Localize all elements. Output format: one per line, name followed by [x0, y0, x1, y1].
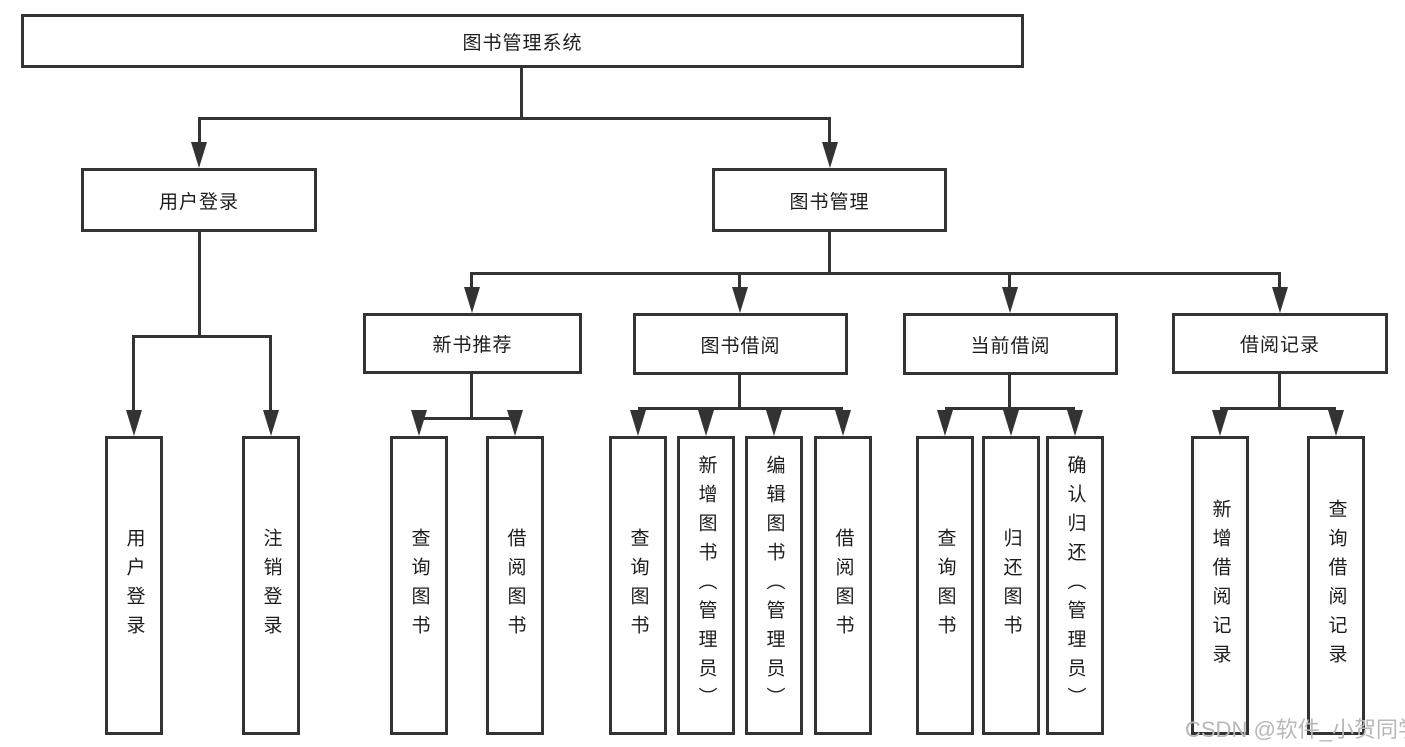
leaf-label: 归还图书: [1000, 527, 1022, 644]
leaf-add-books-admin: 新增图书（管理员）: [677, 436, 735, 735]
connector-current-stem: [1008, 375, 1011, 407]
connector-new-book-bar: [419, 417, 515, 420]
connector-to-current: [1008, 272, 1011, 289]
connector-book-mgmt-bar: [472, 272, 1280, 275]
arrowhead-leaf-icon: [411, 410, 427, 436]
connector-book-mgmt-stem: [828, 232, 831, 272]
node-label: 新书推荐: [432, 335, 513, 356]
leaf-label: 确认归还（管理员）: [1064, 455, 1086, 716]
node-label: 借阅记录: [1239, 335, 1320, 356]
arrowhead-borrow-icon: [732, 287, 748, 313]
node-book-management: 图书管理: [712, 168, 947, 232]
arrowhead-leaf-icon: [937, 410, 953, 436]
connector-borrow-stem: [738, 375, 741, 407]
leaf-label: 查询图书: [934, 527, 956, 644]
arrowhead-leaf-icon: [1212, 410, 1228, 436]
leaf-query-books-borrow: 查询图书: [609, 436, 667, 735]
arrowhead-leaf-icon: [1328, 410, 1344, 436]
connector-to-records: [1278, 272, 1281, 289]
leaf-edit-books-admin: 编辑图书（管理员）: [745, 436, 803, 735]
arrowhead-leaf-login-icon: [126, 410, 142, 436]
arrowhead-leaf-icon: [1067, 410, 1083, 436]
leaf-return-books: 归还图书: [982, 436, 1040, 735]
leaf-label: 查询图书: [627, 527, 649, 644]
arrowhead-current-icon: [1002, 287, 1018, 313]
leaf-label: 新增图书（管理员）: [695, 455, 717, 716]
leaf-user-login: 用户登录: [105, 436, 163, 735]
connector-to-borrow: [738, 272, 741, 289]
node-book-borrow: 图书借阅: [633, 313, 848, 375]
node-root-library-system: 图书管理系统: [21, 14, 1024, 68]
connector-to-user-login: [198, 117, 201, 144]
connector-to-leaf-logout: [269, 335, 272, 412]
csdn-watermark: CSDN @软件_小贺同学: [1185, 717, 1405, 742]
leaf-borrow-books: 借阅图书: [814, 436, 872, 735]
arrowhead-leaf-icon: [835, 410, 851, 436]
connector-records-stem: [1278, 374, 1281, 407]
leaf-query-borrow-record: 查询借阅记录: [1307, 436, 1365, 735]
leaf-add-borrow-record: 新增借阅记录: [1191, 436, 1249, 735]
node-user-login: 用户登录: [81, 168, 317, 232]
node-borrow-records: 借阅记录: [1172, 313, 1388, 374]
leaf-label: 用户登录: [123, 527, 145, 644]
leaf-label: 新增借阅记录: [1209, 498, 1231, 673]
leaf-borrow-books-recommend: 借阅图书: [486, 436, 544, 735]
arrowhead-new-book-icon: [464, 287, 480, 313]
node-label: 图书管理: [789, 191, 870, 213]
leaf-confirm-return-admin: 确认归还（管理员）: [1046, 436, 1104, 735]
leaf-logout: 注销登录: [242, 436, 300, 735]
leaf-label: 编辑图书（管理员）: [763, 455, 785, 716]
arrowhead-leaf-icon: [630, 410, 646, 436]
arrowhead-book-mgmt-icon: [822, 142, 838, 168]
connector-user-login-bar: [134, 335, 271, 338]
connector-current-bar: [945, 407, 1075, 410]
node-label: 图书借阅: [700, 335, 781, 357]
connector-root-bar: [199, 117, 831, 120]
leaf-label: 查询借阅记录: [1325, 498, 1347, 673]
arrowhead-leaf-icon: [698, 410, 714, 436]
leaf-query-books-current: 查询图书: [916, 436, 974, 735]
leaf-label: 注销登录: [260, 527, 282, 644]
node-new-book-recommend: 新书推荐: [363, 313, 582, 374]
node-label: 当前借阅: [970, 335, 1051, 357]
arrowhead-leaf-icon: [1003, 410, 1019, 436]
arrowhead-user-login-icon: [191, 142, 207, 168]
arrowhead-leaf-icon: [766, 410, 782, 436]
arrowhead-leaf-icon: [507, 410, 523, 436]
arrowhead-leaf-logout-icon: [263, 410, 279, 436]
connector-to-book-mgmt: [828, 117, 831, 144]
leaf-label: 借阅图书: [832, 527, 854, 644]
node-label: 用户登录: [158, 191, 239, 213]
node-label: 图书管理系统: [462, 32, 583, 54]
arrowhead-records-icon: [1272, 287, 1288, 313]
connector-root-stem: [520, 68, 523, 117]
leaf-label: 查询图书: [408, 527, 430, 644]
connector-user-login-stem: [198, 232, 201, 335]
node-current-borrow: 当前借阅: [903, 313, 1118, 375]
leaf-label: 借阅图书: [504, 527, 526, 644]
connector-borrow-bar: [638, 407, 843, 410]
connector-records-bar: [1220, 407, 1336, 410]
connector-to-new-book: [470, 272, 473, 289]
connector-new-book-stem: [470, 374, 473, 417]
connector-to-leaf-login: [132, 335, 135, 412]
leaf-query-books-recommend: 查询图书: [390, 436, 448, 735]
